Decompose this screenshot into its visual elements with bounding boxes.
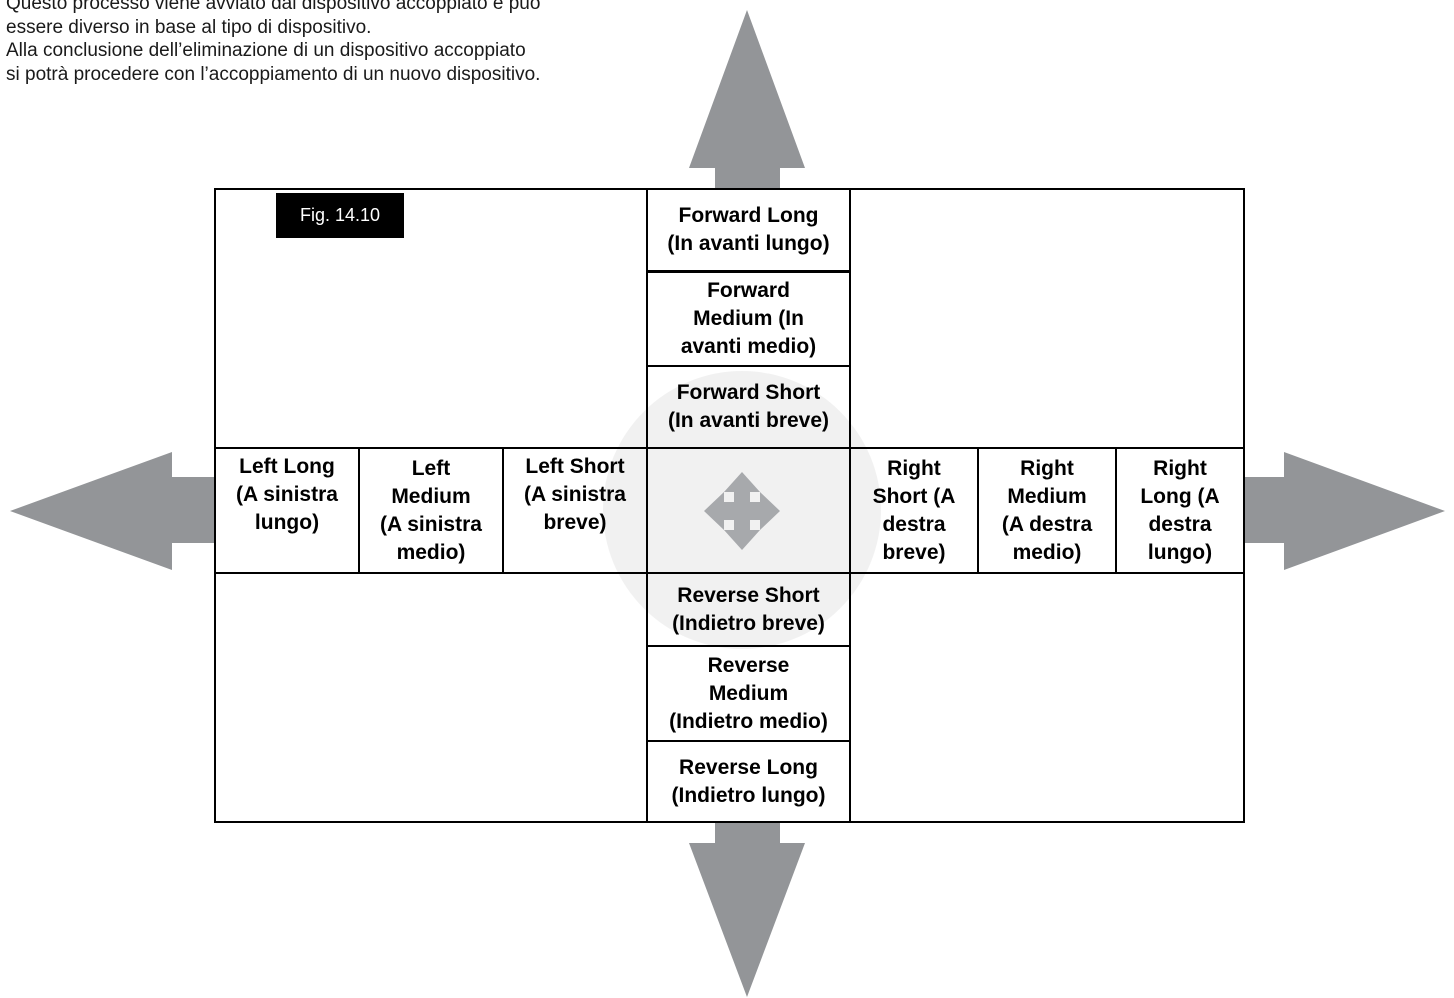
left-long-cell [214, 447, 360, 574]
quadrant-top-right [849, 188, 1245, 449]
intro-line-4: si potrà procedere con l’accoppiamento d… [6, 63, 541, 85]
forward-long-label: Forward Long (In avanti lungo) [667, 204, 830, 255]
intro-line-1: Questo processo viene avviato dal dispos… [6, 0, 541, 14]
figure-label: Fig. 14.10 [276, 193, 404, 238]
right-medium-cell [977, 447, 1117, 574]
left-short-label: Left Short (A sinistra breve) [524, 455, 626, 534]
intro-text: Questo processo viene avviato dal dispos… [6, 0, 726, 86]
arrow-left-icon [10, 452, 216, 570]
forward-medium-label: Forward Medium (In avanti medio) [680, 278, 817, 358]
intro-line-2: essere diverso in base al tipo di dispos… [6, 16, 372, 38]
forward-short-label: Forward Short (In avanti breve) [667, 381, 830, 432]
intro-line-3: Alla conclusione dell’eliminazione di un… [6, 40, 526, 61]
quadrant-bottom-right [849, 572, 1245, 823]
left-medium-label: Left Medium (A sinistra medio) [380, 456, 482, 564]
right-long-label: Right Long (A destra lungo) [1140, 456, 1220, 564]
reverse-medium-cell [646, 645, 851, 742]
arrow-up-icon [689, 10, 805, 190]
quadrant-top-left [214, 188, 648, 449]
arrow-right-icon [1244, 452, 1445, 570]
reverse-medium-label: Reverse Medium (Indietro medio) [669, 653, 828, 733]
reverse-long-label: Reverse Long (Indietro lungo) [671, 755, 826, 807]
right-short-label: Right Short (A destra breve) [872, 456, 956, 564]
reverse-short-label: Reverse Short (Indietro breve) [672, 583, 825, 635]
arrow-down-icon [689, 822, 805, 997]
move-icon [704, 472, 780, 550]
right-medium-label: Right Medium (A destra medio) [1001, 456, 1093, 564]
left-long-label: Left Long (A sinistra lungo) [236, 455, 338, 534]
